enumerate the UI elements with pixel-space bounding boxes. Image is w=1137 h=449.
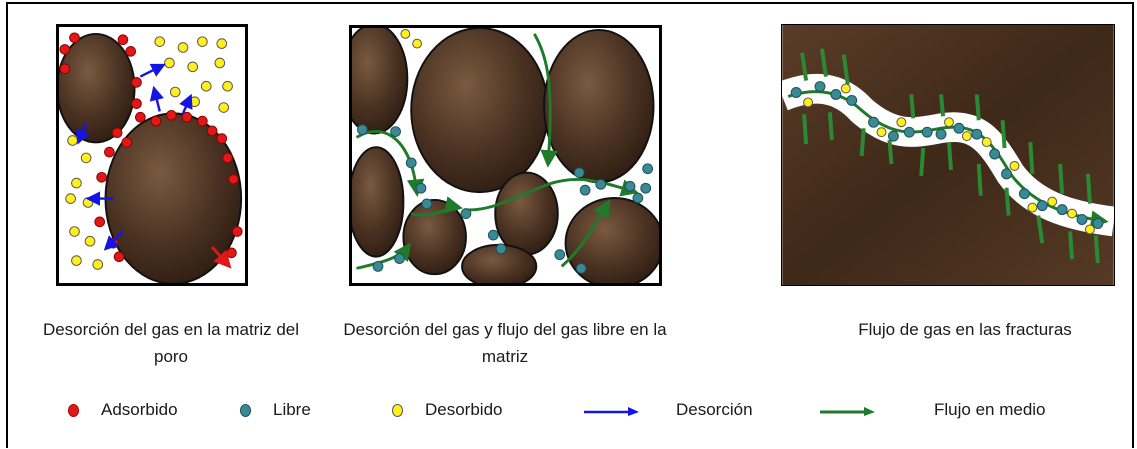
legend-label-desorbed: Desorbido xyxy=(425,400,503,419)
caption-panel-2: Desorción del gas y flujo del gas libre … xyxy=(343,320,667,366)
matrix-flow-illustration xyxy=(352,28,659,283)
desorbed-molecule-icon xyxy=(392,403,403,417)
free-molecules xyxy=(356,124,654,274)
panel-matrix-flow xyxy=(349,25,662,286)
legend-item-free: Libre xyxy=(240,396,311,424)
caption-panel-1: Desorción del gas en la matriz del poro xyxy=(42,320,300,366)
pore-matrix-illustration xyxy=(59,32,243,283)
fracture-flow-line xyxy=(787,90,1109,229)
panel-pore-matrix-desorption xyxy=(56,24,248,286)
desorption-arrow-icon xyxy=(584,407,639,416)
panel-fracture-flow xyxy=(781,24,1115,286)
figure-frame xyxy=(6,2,1134,448)
caption-panel-3: Flujo de gas en las fracturas xyxy=(858,320,1072,339)
flow-arrow-icon xyxy=(820,407,875,416)
desorbed-molecules xyxy=(65,36,233,270)
free-molecule-icon xyxy=(240,403,251,417)
desorption-arrow-red xyxy=(210,246,232,269)
legend: Adsorbido Libre Desorbido Desorción Fluj… xyxy=(60,396,1120,426)
legend-item-desorbed: Desorbido xyxy=(392,396,503,424)
desorption-arrows xyxy=(76,63,193,251)
flow-arrows xyxy=(355,33,639,270)
legend-label-free: Libre xyxy=(273,400,311,419)
desorbed-molecules xyxy=(803,83,1095,235)
fracture-flow-illustration xyxy=(782,25,1114,285)
adsorbed-molecules xyxy=(59,32,243,263)
rock-grain xyxy=(59,32,136,144)
rock-grains xyxy=(352,28,659,283)
legend-label-desorption: Desorción xyxy=(676,400,753,419)
matrix-to-fracture-arrows xyxy=(800,48,1100,264)
legend-item-adsorbed: Adsorbido xyxy=(68,396,178,424)
legend-label-adsorbed: Adsorbido xyxy=(101,400,178,419)
free-molecules xyxy=(790,81,1104,229)
legend-item-flow: Flujo en medio xyxy=(818,396,1046,424)
desorbed-molecules xyxy=(400,28,422,49)
legend-item-desorption: Desorción xyxy=(582,396,753,424)
adsorbed-molecule-icon xyxy=(68,403,79,417)
legend-label-flow: Flujo en medio xyxy=(934,400,1046,419)
